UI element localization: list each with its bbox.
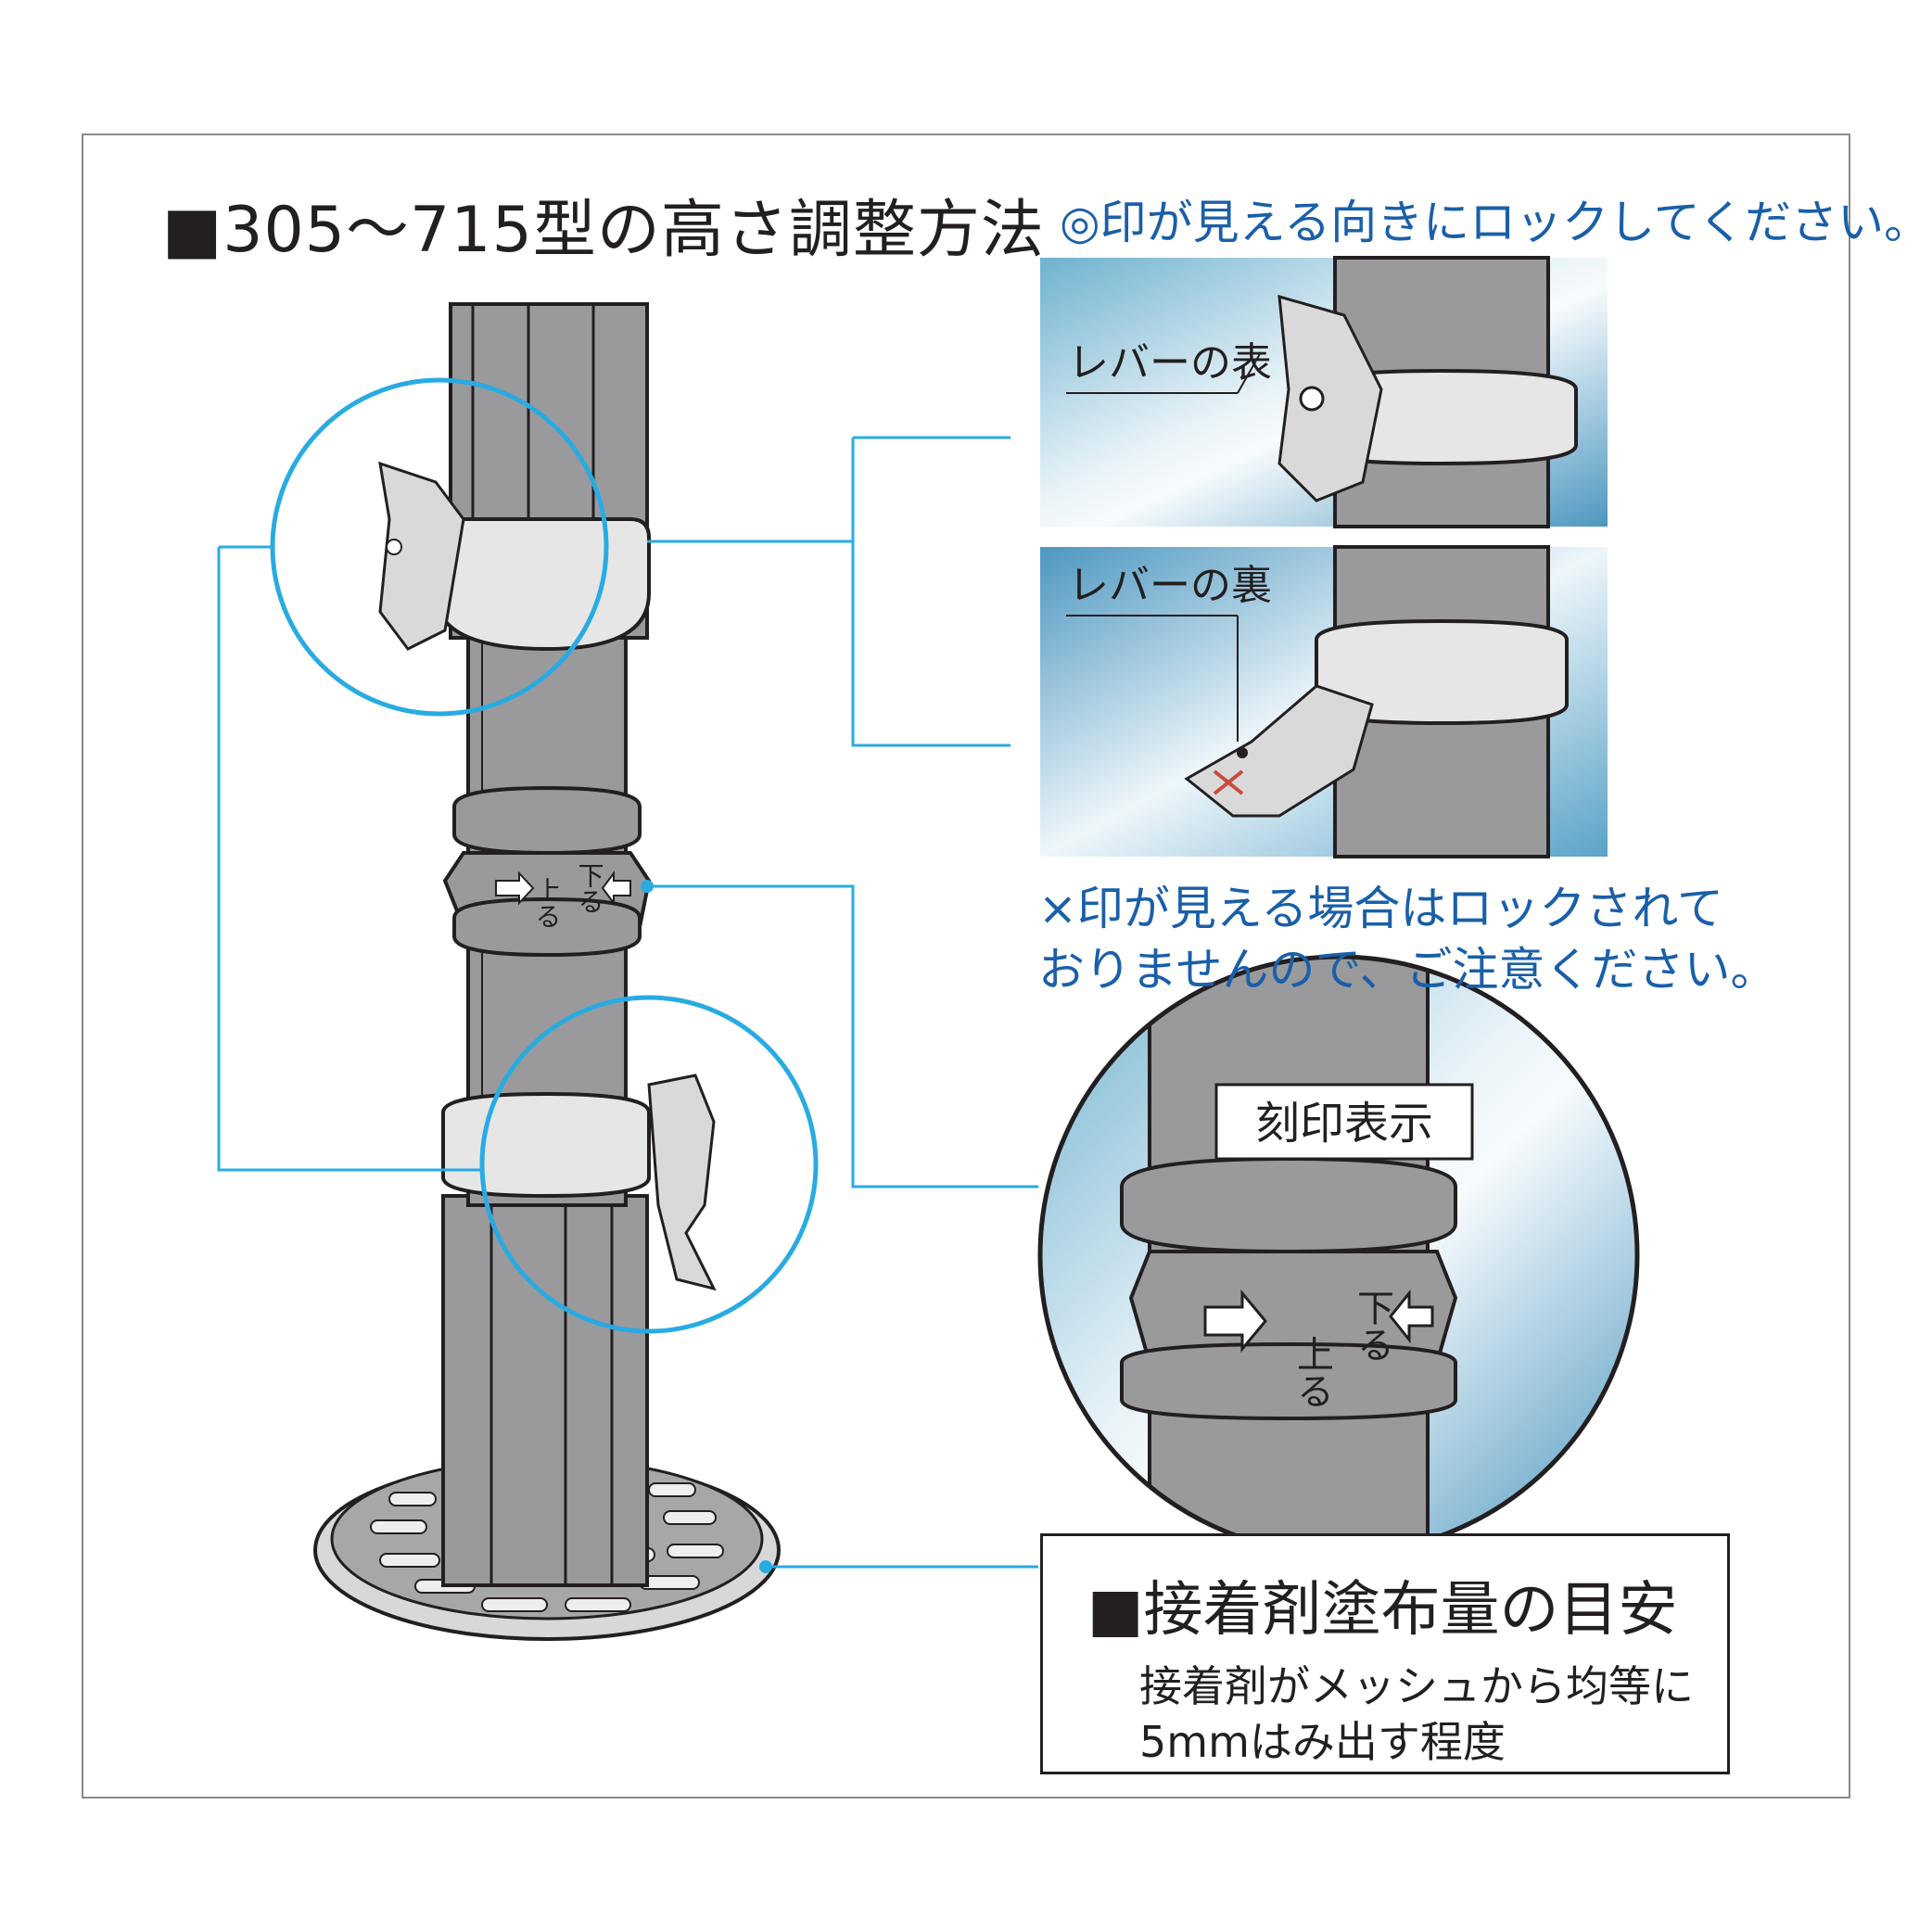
engraving-down-text: 下る <box>1352 1289 1392 1363</box>
engraving-pointer-dot <box>641 880 654 893</box>
lever-front-label: レバーの表 <box>1068 340 1272 386</box>
engraving-up-text: 上る <box>1291 1335 1332 1409</box>
x-mark-warning-line2: おりませんので、ご注意ください。 <box>1038 943 1777 997</box>
adhesive-guide-line2: 5mmはみ出す程度 <box>1139 1717 1506 1767</box>
adjust-ring <box>442 785 652 958</box>
diagram-frame <box>82 133 1850 1799</box>
upper-clamp <box>378 461 651 652</box>
lock-instruction: ◎印が見える向きにロックしてください。 <box>1060 196 1931 249</box>
lever-front-inset <box>1040 256 1608 528</box>
lower-lever-highlight <box>479 995 819 1334</box>
x-mark-warning-line1: ×印が見える場合はロックされて <box>1038 882 1723 935</box>
adhesive-guide-line1: 接着剤がメッシュから均等に <box>1139 1661 1694 1711</box>
engraving-zoom <box>1037 954 1640 1557</box>
adhesive-guide-box: ■接着剤塗布量の目安 接着剤がメッシュから均等に 5mmはみ出す程度 <box>1040 1533 1730 1774</box>
lever-back-label: レバーの裏 <box>1068 563 1272 608</box>
ring-up-text: 上る <box>533 877 562 929</box>
lower-column <box>441 1194 649 1587</box>
base-pointer-dot <box>759 1560 772 1573</box>
page-title: ■305〜715型の高さ調整方法 <box>162 194 1045 267</box>
lower-clamp <box>441 1074 717 1291</box>
adhesive-guide-title: ■接着剤塗布量の目安 <box>1087 1576 1678 1645</box>
engraving-label: 刻印表示 <box>1255 1099 1433 1149</box>
connector-lines <box>217 436 1038 1569</box>
lever-back-inset <box>1040 545 1608 858</box>
ring-down-text: 下る <box>576 862 604 914</box>
